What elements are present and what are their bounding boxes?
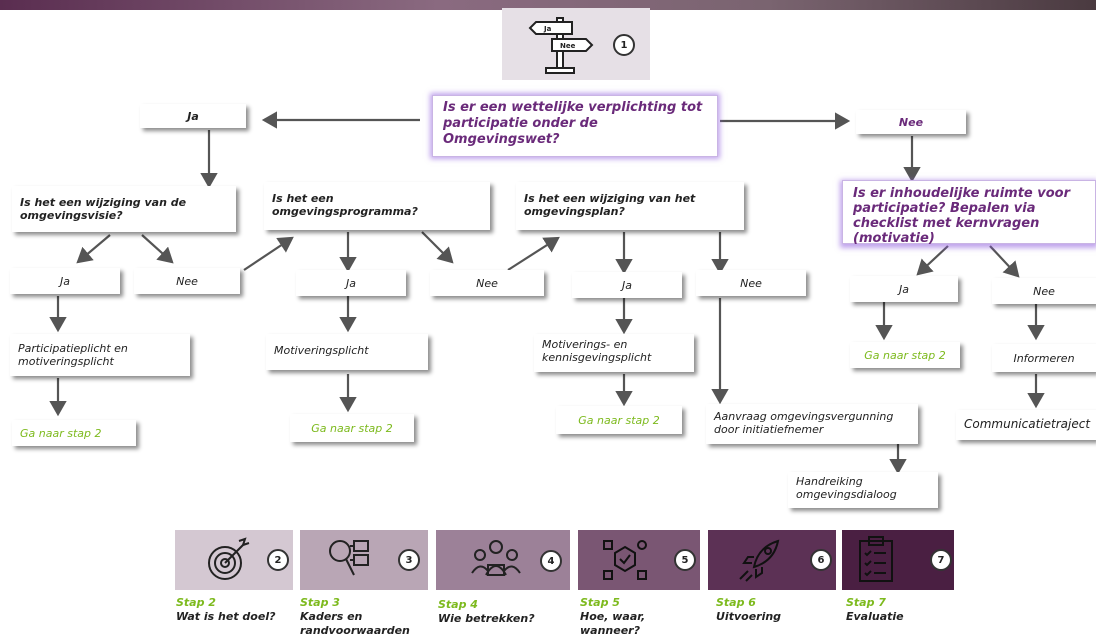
- visie-nee: Nee: [134, 268, 240, 294]
- step6-tile[interactable]: 6: [708, 530, 836, 590]
- programma-nee: Nee: [430, 270, 544, 296]
- step5-stap: Stap 5: [580, 596, 620, 609]
- motiverings-kennis-box: Motiverings- en kennisgevingsplicht: [534, 334, 694, 372]
- step2-number: 2: [267, 549, 289, 571]
- arrow-nee-programma: [243, 236, 294, 271]
- programma-ja: Ja: [296, 270, 406, 296]
- question-visie: Is het een wijziging van de omgevingsvis…: [12, 186, 236, 232]
- informeren-box: Informeren: [992, 344, 1096, 372]
- step4-stap: Stap 4: [438, 598, 478, 611]
- step6-number: 6: [810, 549, 832, 571]
- step7-number: 7: [930, 549, 952, 571]
- checklist-icon: [859, 536, 893, 582]
- people-icon: [471, 540, 521, 576]
- sign-ja-text: Ja: [543, 25, 552, 33]
- ruimte-nee: Nee: [992, 278, 1096, 304]
- step5-title: Hoe, waar, wanneer?: [580, 610, 646, 637]
- step3-number: 3: [398, 549, 420, 571]
- top-ja-box: Ja: [140, 104, 246, 128]
- step4-label: Stap 4 Wie betrekken?: [438, 598, 568, 626]
- step4-tile[interactable]: 4: [436, 530, 570, 590]
- plan-nee: Nee: [696, 270, 806, 296]
- plan-ga-naar-stap2[interactable]: Ga naar stap 2: [556, 406, 682, 434]
- question-plan: Is het een wijziging van het omgevingspl…: [516, 182, 744, 230]
- step3-tile[interactable]: 3: [300, 530, 428, 590]
- ga-naar-text: Ga naar stap 2: [20, 427, 102, 440]
- process-icon: [603, 540, 647, 580]
- step4-title: Wie betrekken?: [438, 612, 535, 625]
- arrow-ruimte-nee: [989, 245, 1020, 278]
- sign-nee-text: Nee: [560, 42, 576, 50]
- motiveringsplicht-box: Motiveringsplicht: [266, 334, 428, 370]
- signpost-icon: Ja Nee: [528, 17, 594, 74]
- step3-stap: Stap 3: [300, 596, 340, 609]
- search-document-icon: [329, 540, 369, 576]
- step5-number: 5: [674, 549, 696, 571]
- arrow-nee-plan: [507, 236, 560, 271]
- step7-label: Stap 7 Evaluatie: [846, 596, 956, 624]
- step7-stap: Stap 7: [846, 596, 886, 609]
- step7-title: Evaluatie: [846, 610, 904, 623]
- arrow-visie-ja: [76, 234, 111, 264]
- step7-tile[interactable]: 7: [842, 530, 954, 590]
- visie-ja: Ja: [10, 268, 120, 294]
- participatieplicht-box: Participatieplicht en motiveringsplicht: [10, 334, 190, 376]
- ga-naar-text: Ga naar stap 2: [311, 421, 393, 435]
- step2-label: Stap 2 Wat is het doel?: [176, 596, 296, 624]
- step2-tile[interactable]: 2: [175, 530, 293, 590]
- main-question: Is er een wettelijke verplichting tot pa…: [432, 95, 718, 157]
- step6-stap: Stap 6: [716, 596, 756, 609]
- communicatietraject-box: Communicatietraject: [956, 410, 1096, 440]
- ruimte-ga-naar-stap2[interactable]: Ga naar stap 2: [850, 342, 960, 368]
- handreiking-box: Handreiking omgevingsdialoog: [788, 472, 938, 508]
- step3-label: Stap 3 Kaders en randvoorwaarden: [300, 596, 430, 638]
- visie-ga-naar-stap2[interactable]: Ga naar stap 2: [12, 420, 136, 446]
- step-number-badge: 1: [613, 34, 635, 56]
- step4-number: 4: [540, 550, 562, 572]
- question-ruimte: Is er inhoudelijke ruimte voor participa…: [842, 180, 1096, 246]
- question-programma: Is het een omgevingsprogramma?: [264, 182, 490, 230]
- target-icon: [208, 537, 250, 580]
- step2-title: Wat is het doel?: [176, 610, 276, 623]
- step6-title: Uitvoering: [716, 610, 782, 623]
- step5-label: Stap 5 Hoe, waar, wanneer?: [580, 596, 690, 638]
- step3-title: Kaders en randvoorwaarden: [300, 610, 410, 637]
- step5-tile[interactable]: 5: [578, 530, 700, 590]
- arrow-visie-nee: [141, 234, 174, 264]
- ga-naar-text: Ga naar stap 2: [864, 348, 946, 362]
- ruimte-ja: Ja: [850, 276, 958, 302]
- step6-label: Stap 6 Uitvoering: [716, 596, 826, 624]
- top-banner: [0, 0, 1096, 10]
- step2-stap: Stap 2: [176, 596, 216, 609]
- programma-ga-naar-stap2[interactable]: Ga naar stap 2: [290, 414, 414, 442]
- arrow-programma-nee: [421, 231, 454, 264]
- rocket-icon: [739, 539, 780, 582]
- aanvraag-box: Aanvraag omgevingsvergunning door initia…: [706, 404, 918, 444]
- top-nee-box: Nee: [856, 110, 966, 134]
- arrow-ruimte-ja: [916, 245, 949, 276]
- signpost-tile: Ja Nee 1: [502, 8, 650, 80]
- plan-ja: Ja: [572, 272, 682, 298]
- ga-naar-text: Ga naar stap 2: [578, 413, 660, 427]
